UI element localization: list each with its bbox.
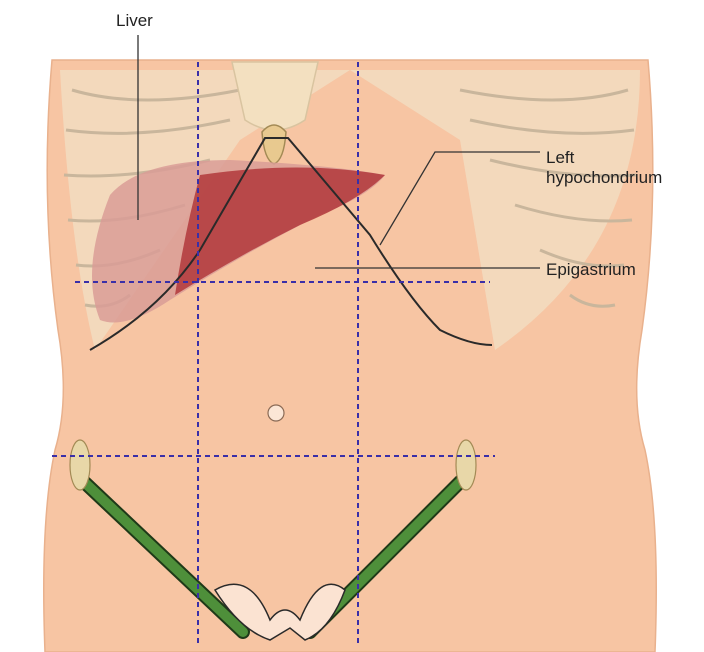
epigastrium-label: Epigastrium (546, 260, 636, 280)
liver-label: Liver (116, 11, 153, 31)
left-hypochondrium-line1: Left (546, 148, 662, 168)
left-hypochondrium-line2: hypochondrium (546, 168, 662, 188)
left-hypochondrium-label: Left hypochondrium (546, 148, 662, 188)
sternum (232, 62, 318, 130)
navel (268, 405, 284, 421)
